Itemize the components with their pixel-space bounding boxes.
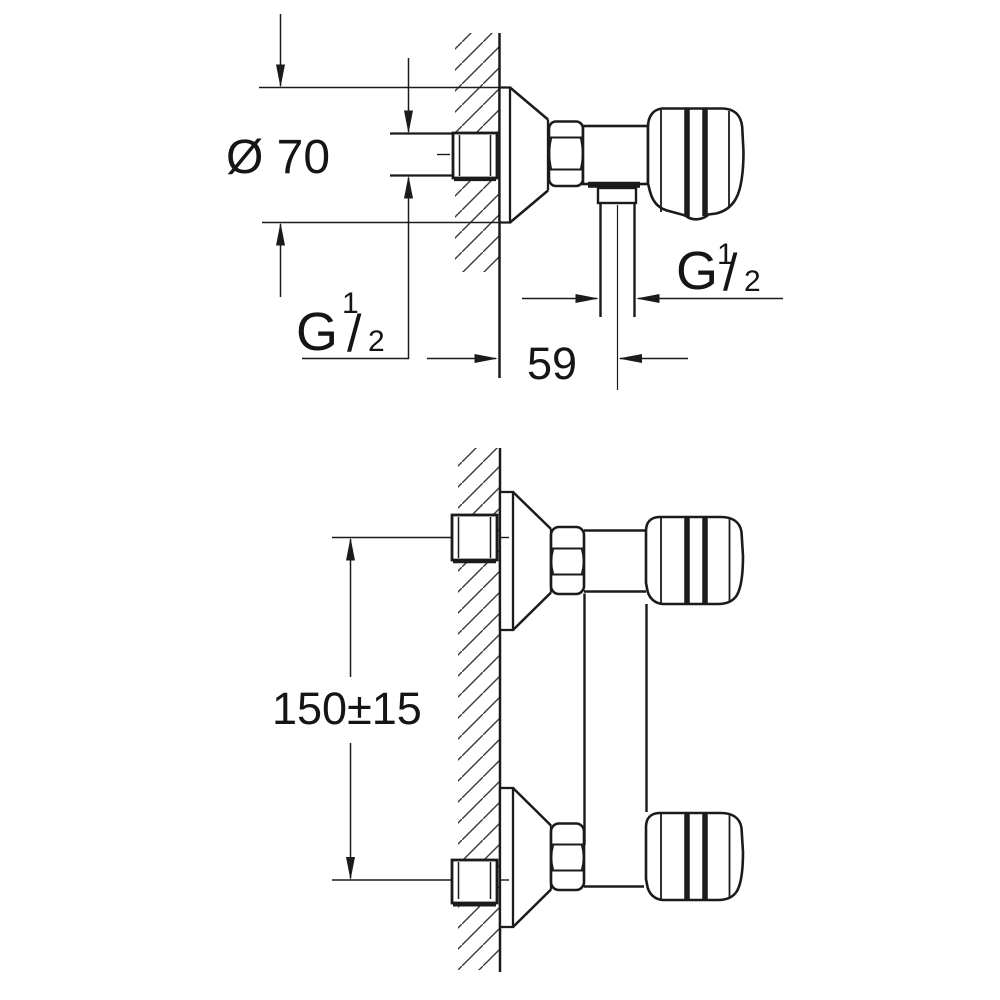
wall-section-top	[455, 33, 501, 378]
body-column	[583, 593, 648, 845]
escutcheon-cone-bottom-edge	[512, 591, 552, 631]
wall-union-nut	[451, 131, 499, 180]
arrowhead-down	[346, 857, 355, 880]
dimension-connection-spacing: 150±15	[272, 536, 509, 881]
arrowhead-down	[404, 110, 413, 134]
arrowhead-right	[575, 294, 599, 303]
valve-hex-nut	[549, 822, 586, 892]
leader-line	[302, 178, 410, 360]
hex-nut-facet-arc	[580, 844, 585, 871]
thread-label-slash: /	[723, 244, 738, 302]
escutcheon-cone-top-edge	[512, 787, 552, 827]
outlet-collar	[596, 186, 638, 205]
hex-nut-facet-arc	[550, 548, 555, 575]
dimension-supply-thread: G 1 / 2	[296, 58, 413, 363]
arrowhead-up	[404, 175, 413, 199]
upper-connection	[450, 490, 745, 632]
arrowhead-left	[636, 294, 660, 303]
escutcheon-backplate	[498, 86, 512, 224]
thread-label-denominator: 2	[368, 325, 385, 358]
thread-label-g: G	[296, 302, 338, 362]
front-view: 150±15	[272, 448, 745, 972]
top-view: Ø 70 G 1 / 2 G 1 / 2 59	[226, 14, 783, 390]
valve-assembly-top	[547, 120, 650, 390]
arrowhead-left	[618, 354, 642, 363]
lower-connection	[450, 786, 745, 929]
escutcheon-backplate	[498, 786, 515, 929]
thread-label-denominator: 2	[744, 265, 761, 298]
arrowhead-down	[276, 64, 285, 88]
escutcheon-top	[498, 86, 550, 224]
connection-spacing-label: 150±15	[272, 683, 422, 734]
knob-outline	[646, 107, 745, 221]
hex-nut-facet-arc	[548, 137, 553, 170]
dimension-outlet-thread: G 1 / 2	[522, 238, 783, 303]
thread-label-g: G	[676, 241, 718, 301]
knob-outline	[644, 811, 745, 902]
escutcheon-cone-top-edge	[512, 491, 552, 530]
handle-knob-top	[646, 107, 745, 221]
hex-nut-facet-arc	[580, 548, 585, 575]
wall-union-nut	[450, 858, 499, 905]
thread-label-numerator: 1	[717, 238, 734, 271]
outlet-offset-label: 59	[527, 338, 577, 389]
thread-label-numerator: 1	[342, 287, 359, 320]
escutcheon-backplate	[498, 490, 515, 632]
thread-label-slash: /	[347, 305, 362, 363]
arrowhead-right	[474, 354, 498, 363]
supply-connection-top	[390, 131, 509, 182]
valve-hex-nut	[547, 120, 585, 188]
escutcheon-cone-bottom-edge	[509, 189, 549, 224]
arrowhead-up	[276, 222, 285, 246]
knob-outline	[644, 515, 745, 606]
escutcheon-cone-top-edge	[509, 86, 549, 121]
escutcheon-diameter-label: Ø 70	[226, 131, 330, 184]
hex-nut-facet-arc	[550, 844, 555, 871]
valve-body	[581, 124, 650, 186]
valve-hex-nut	[549, 525, 586, 596]
arrowhead-up	[346, 537, 355, 561]
dimension-outlet-offset: 59	[427, 338, 688, 389]
dimension-escutcheon-diameter: Ø 70	[226, 14, 510, 297]
escutcheon-cone-bottom-edge	[512, 888, 552, 928]
